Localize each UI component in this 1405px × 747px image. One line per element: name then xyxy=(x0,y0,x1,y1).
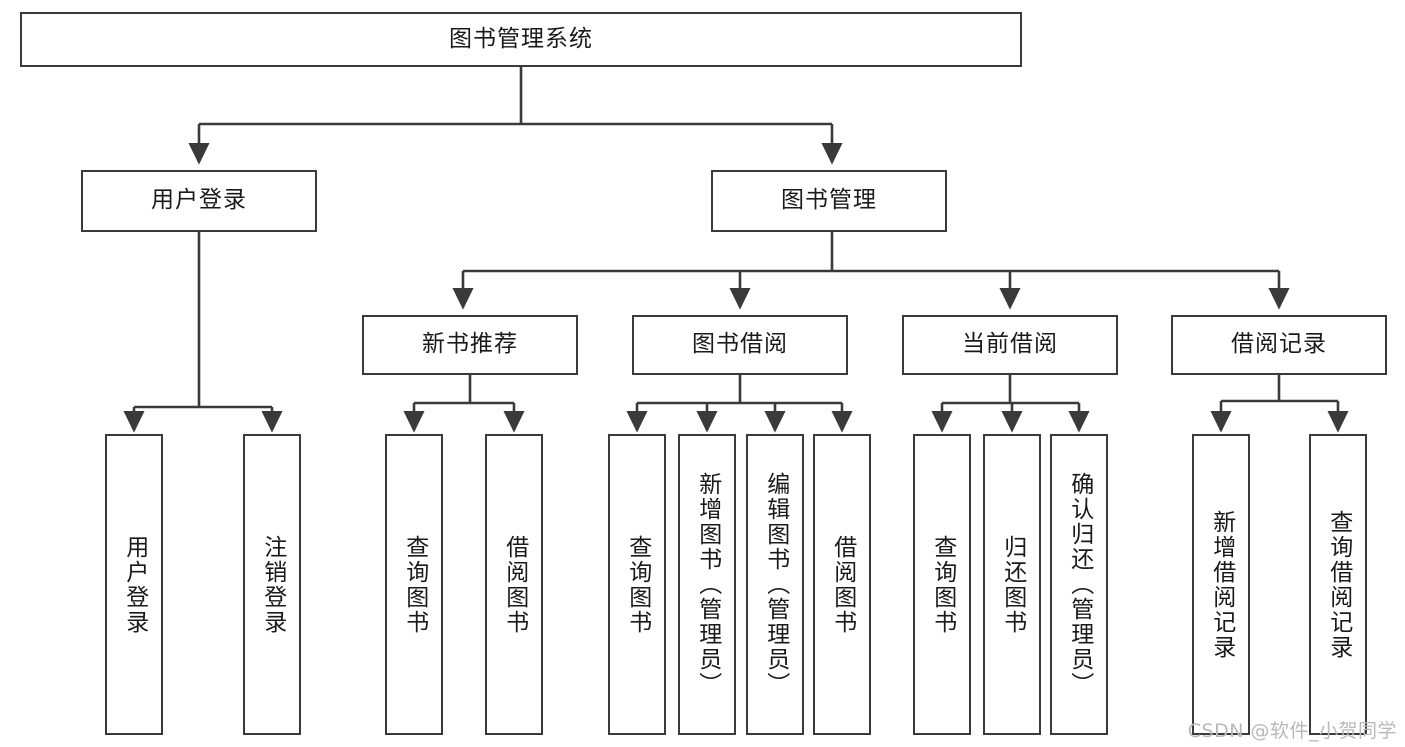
node-leaf-return-book[interactable]: 归还图书 xyxy=(983,434,1041,735)
node-label: 当前借阅 xyxy=(962,331,1058,358)
node-leaf-add-borrow-record[interactable]: 新增借阅记录 xyxy=(1192,434,1250,735)
node-leaf-query-book-recommend[interactable]: 查询图书 xyxy=(385,434,443,735)
node-label: 查询图书 xyxy=(929,534,956,635)
node-label: 用户登录 xyxy=(121,534,148,635)
node-book-management[interactable]: 图书管理 xyxy=(711,170,947,232)
node-leaf-user-login[interactable]: 用户登录 xyxy=(105,434,163,735)
node-label: 新书推荐 xyxy=(422,331,518,358)
node-leaf-borrow-book-recommend[interactable]: 借阅图书 xyxy=(485,434,543,735)
node-leaf-add-book-admin[interactable]: 新增图书（管理员） xyxy=(678,434,736,735)
node-leaf-logout[interactable]: 注销登录 xyxy=(243,434,301,735)
node-label: 借阅图书 xyxy=(501,534,528,635)
node-user-login[interactable]: 用户登录 xyxy=(81,170,317,232)
node-book-borrow[interactable]: 图书借阅 xyxy=(632,315,848,375)
node-borrow-record[interactable]: 借阅记录 xyxy=(1171,315,1387,375)
node-label: 查询图书 xyxy=(401,534,428,635)
node-leaf-borrow-book[interactable]: 借阅图书 xyxy=(813,434,871,735)
node-label: 编辑图书（管理员） xyxy=(762,472,789,697)
node-label: 查询借阅记录 xyxy=(1325,509,1352,660)
node-label: 借阅图书 xyxy=(829,534,856,635)
node-label: 注销登录 xyxy=(259,534,286,635)
node-leaf-query-book-borrow[interactable]: 查询图书 xyxy=(608,434,666,735)
node-leaf-edit-book-admin[interactable]: 编辑图书（管理员） xyxy=(746,434,804,735)
node-label: 用户登录 xyxy=(151,187,247,214)
node-label: 新增借阅记录 xyxy=(1208,509,1235,660)
csdn-watermark: CSDN @软件_小贺同学 xyxy=(1187,720,1397,742)
node-label: 新增图书（管理员） xyxy=(694,472,721,697)
node-leaf-query-borrow-record[interactable]: 查询借阅记录 xyxy=(1309,434,1367,735)
node-root-book-management-system[interactable]: 图书管理系统 xyxy=(20,12,1022,67)
node-new-book-recommend[interactable]: 新书推荐 xyxy=(362,315,578,375)
node-label: 图书借阅 xyxy=(692,331,788,358)
node-label: 归还图书 xyxy=(999,534,1026,635)
node-label: 图书管理系统 xyxy=(449,25,593,52)
node-current-borrow[interactable]: 当前借阅 xyxy=(902,315,1118,375)
node-label: 确认归还（管理员） xyxy=(1066,472,1093,697)
node-leaf-confirm-return-admin[interactable]: 确认归还（管理员） xyxy=(1050,434,1108,735)
node-label: 图书管理 xyxy=(781,187,877,214)
node-leaf-query-book-current[interactable]: 查询图书 xyxy=(913,434,971,735)
node-label: 借阅记录 xyxy=(1231,331,1327,358)
node-label: 查询图书 xyxy=(624,534,651,635)
